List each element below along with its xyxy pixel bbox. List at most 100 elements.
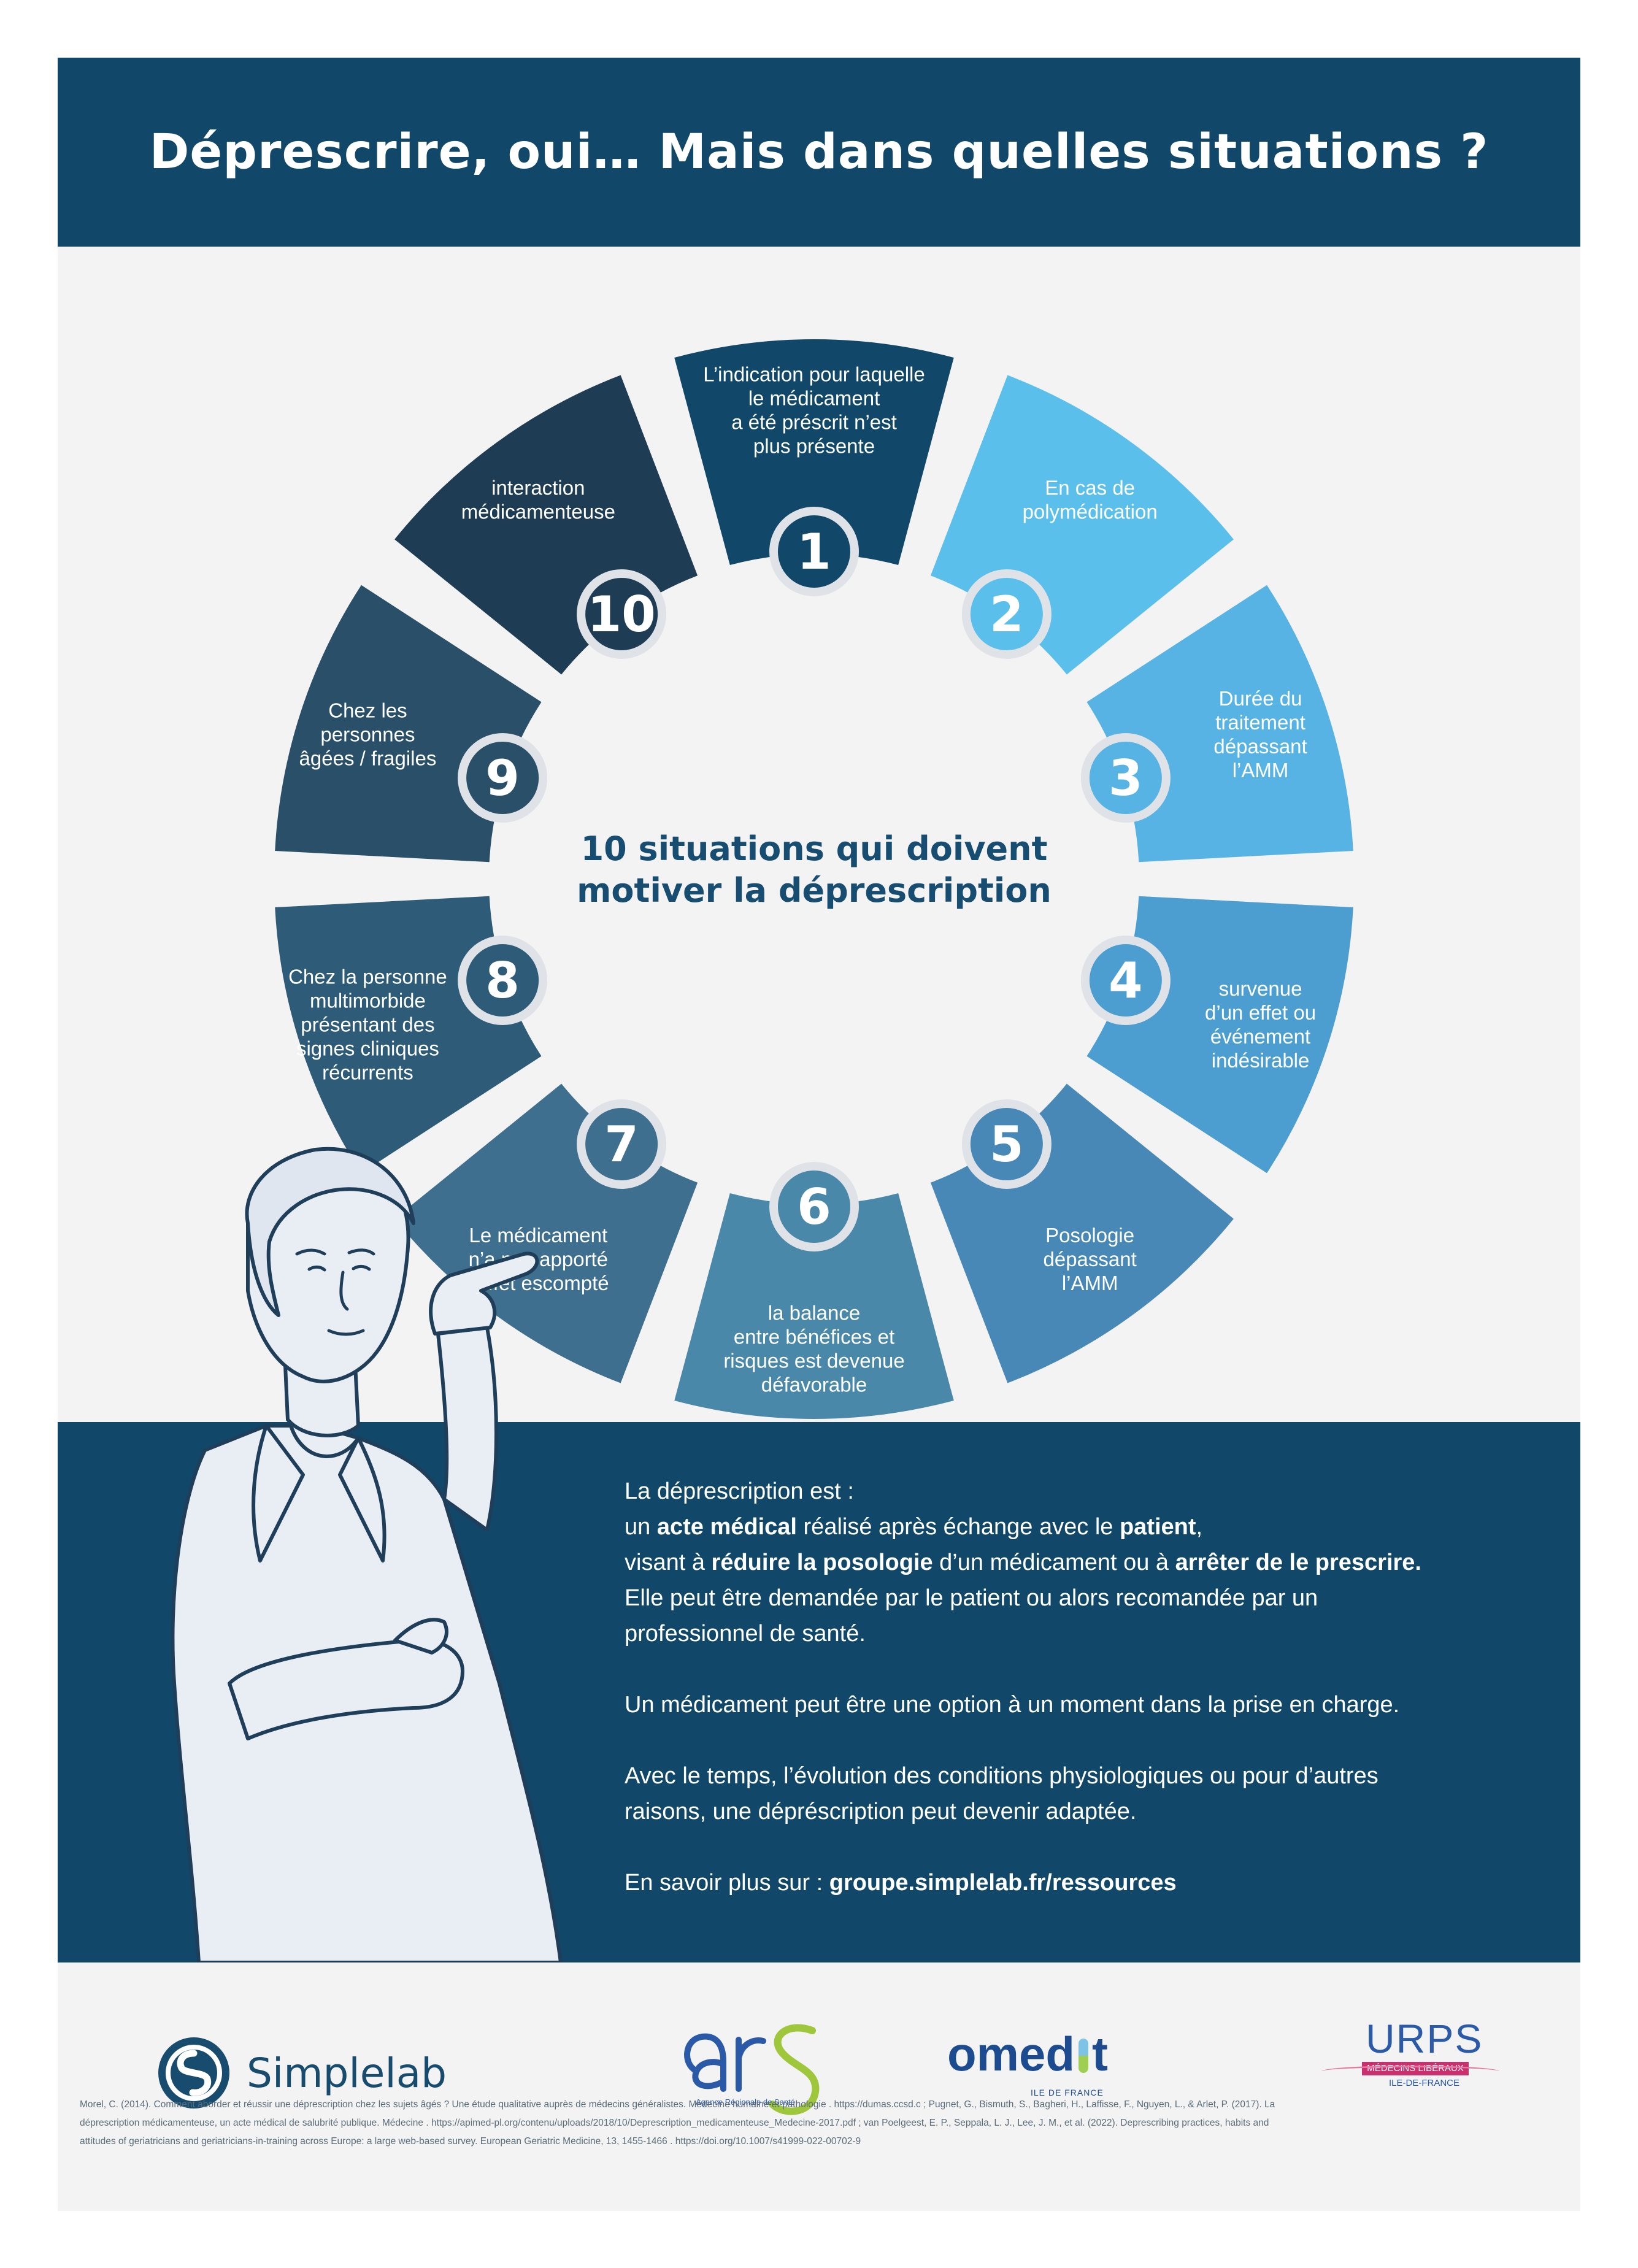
urps-logo: URPS MÉDECINS LIBÉRAUX ILE-DE-FRANCE — [1321, 2015, 1499, 2113]
segment-label-line: Le médicament — [469, 1224, 608, 1247]
definition-line-4: Elle peut être demandée par le patient o… — [625, 1585, 1318, 1611]
evolution-line-1: Avec le temps, l’évolution des condition… — [625, 1763, 1378, 1789]
segment-label-line: personnes — [320, 723, 415, 746]
definition-line-5: professionnel de santé. — [625, 1621, 866, 1647]
segment-number-badge-2 — [961, 569, 1052, 659]
simplelab-icon — [158, 2037, 229, 2108]
segment-number-badge-7 — [577, 1099, 667, 1190]
segment-label-line: entre bénéfices et — [734, 1326, 894, 1348]
segment-label-line: âgées / fragiles — [299, 747, 437, 770]
segment-number-badge-4 — [1080, 936, 1171, 1026]
segment-number-3: 3 — [1109, 750, 1143, 807]
segment-label-line: récurrents — [322, 1061, 413, 1083]
reference-line-2: déprescription médicamenteuse, un acte m… — [80, 2118, 1269, 2128]
segment-number-badge-5 — [961, 1099, 1052, 1190]
segment-number-8: 8 — [485, 952, 520, 1009]
segment-label-line: événement — [1210, 1025, 1310, 1048]
segment-shape-6 — [674, 1193, 954, 1419]
segment-label-line: risques est devenue — [723, 1350, 904, 1372]
segment-label-line: plus présente — [753, 435, 875, 458]
segment-label-line: dépassant — [1213, 735, 1307, 758]
ars-logo: Agence Régionale de Santé — [671, 2003, 831, 2126]
segment-number-1: 1 — [797, 523, 831, 580]
segment-label-line: le médicament — [748, 387, 880, 410]
segment-label-line: interaction — [491, 477, 585, 499]
segment-label-line: dépassant — [1044, 1248, 1137, 1270]
segment-label-line: l’AMM — [1232, 759, 1289, 782]
segment-number-badge-1 — [769, 507, 859, 596]
resources-link[interactable]: groupe.simplelab.fr/ressources — [829, 1870, 1177, 1896]
segment-label-line: l’AMM — [1062, 1272, 1118, 1294]
segment-label-line: présentant des — [301, 1013, 434, 1036]
segment-label-line: traitement — [1215, 711, 1305, 734]
segment-label-line: défavorable — [761, 1374, 867, 1396]
page-title: Déprescrire, oui… Mais dans quelles situ… — [149, 125, 1489, 180]
urps-wordmark: URPS — [1366, 2016, 1483, 2061]
segment-label-line: la balance — [768, 1302, 860, 1324]
segment-number-badge-6 — [769, 1162, 859, 1251]
segment-label-line: d’un effet ou — [1205, 1001, 1316, 1024]
segment-label-line: médicamenteuse — [461, 501, 615, 523]
learn-more: En savoir plus sur : groupe.simplelab.fr… — [625, 1870, 1177, 1896]
segment-number-badge-8 — [458, 936, 548, 1026]
segment-label-line: a été préscrit n’est — [731, 411, 897, 434]
definition-line-3: visant à réduire la posologie d’un médic… — [625, 1550, 1421, 1575]
poster: Déprescrire, oui… Mais dans quelles situ… — [58, 58, 1580, 2211]
emphasis-acte-medical: acte médical — [656, 1514, 797, 1540]
segment-number-badge-9 — [458, 732, 548, 823]
segment-number-7: 7 — [604, 1116, 639, 1173]
simplelab-wordmark: Simplelab — [247, 2050, 447, 2097]
header-banner: Déprescrire, oui… Mais dans quelles situ… — [58, 58, 1580, 247]
omedit-subtitle: ILE DE FRANCE — [1031, 2088, 1104, 2097]
urps-subtitle: ILE-DE-FRANCE — [1389, 2078, 1460, 2088]
segment-label-line: multimorbide — [310, 989, 426, 1012]
emphasis-reduire: réduire la posologie — [711, 1550, 933, 1575]
segment-label-line: Chez les — [328, 699, 407, 722]
definition-text: La déprescription est : un acte médical … — [625, 1474, 1545, 1901]
emphasis-patient: patient — [1119, 1514, 1196, 1540]
segment-label-line: signes cliniques — [296, 1037, 439, 1059]
segment-label-line: polymédication — [1023, 501, 1158, 523]
segment-label-line: Posologie — [1045, 1224, 1134, 1247]
reference-line-1: Morel, C. (2014). Comment aborder et réu… — [80, 2099, 1275, 2110]
segment-label-line: indésirable — [1212, 1049, 1310, 1072]
segment-label-line: Chez la personne — [288, 965, 447, 988]
partner-logos: Simplelab Agence Régionale de Santé omed… — [58, 1962, 1580, 2134]
segment-number-badge-3 — [1080, 732, 1171, 823]
option-statement: Un médicament peut être une option à un … — [625, 1692, 1400, 1718]
segment-number-5: 5 — [990, 1116, 1024, 1173]
segment-number-10: 10 — [587, 586, 655, 643]
segment-number-6: 6 — [797, 1178, 831, 1236]
wheel-center-title-line1: 10 situations qui doivent — [581, 829, 1048, 868]
ars-subtitle: Agence Régionale de Santé — [696, 2097, 795, 2107]
ars-wordmark — [684, 2024, 820, 2115]
segment-label-line: En cas de — [1045, 477, 1135, 499]
wheel-center-title-line2: motiver la déprescription — [577, 871, 1052, 910]
references: Morel, C. (2014). Comment aborder et réu… — [80, 2096, 1558, 2151]
reference-line-3: attitudes of geriatricians and geriatric… — [80, 2136, 861, 2147]
emphasis-arreter: arrêter de le prescrire. — [1175, 1550, 1421, 1575]
segment-label-line: survenue — [1219, 977, 1302, 1000]
segment-label-line: Durée du — [1219, 687, 1302, 710]
omedit-pill-icon — [1079, 2039, 1089, 2073]
segment-number-2: 2 — [990, 586, 1024, 643]
simplelab-logo: Simplelab — [156, 2035, 475, 2108]
